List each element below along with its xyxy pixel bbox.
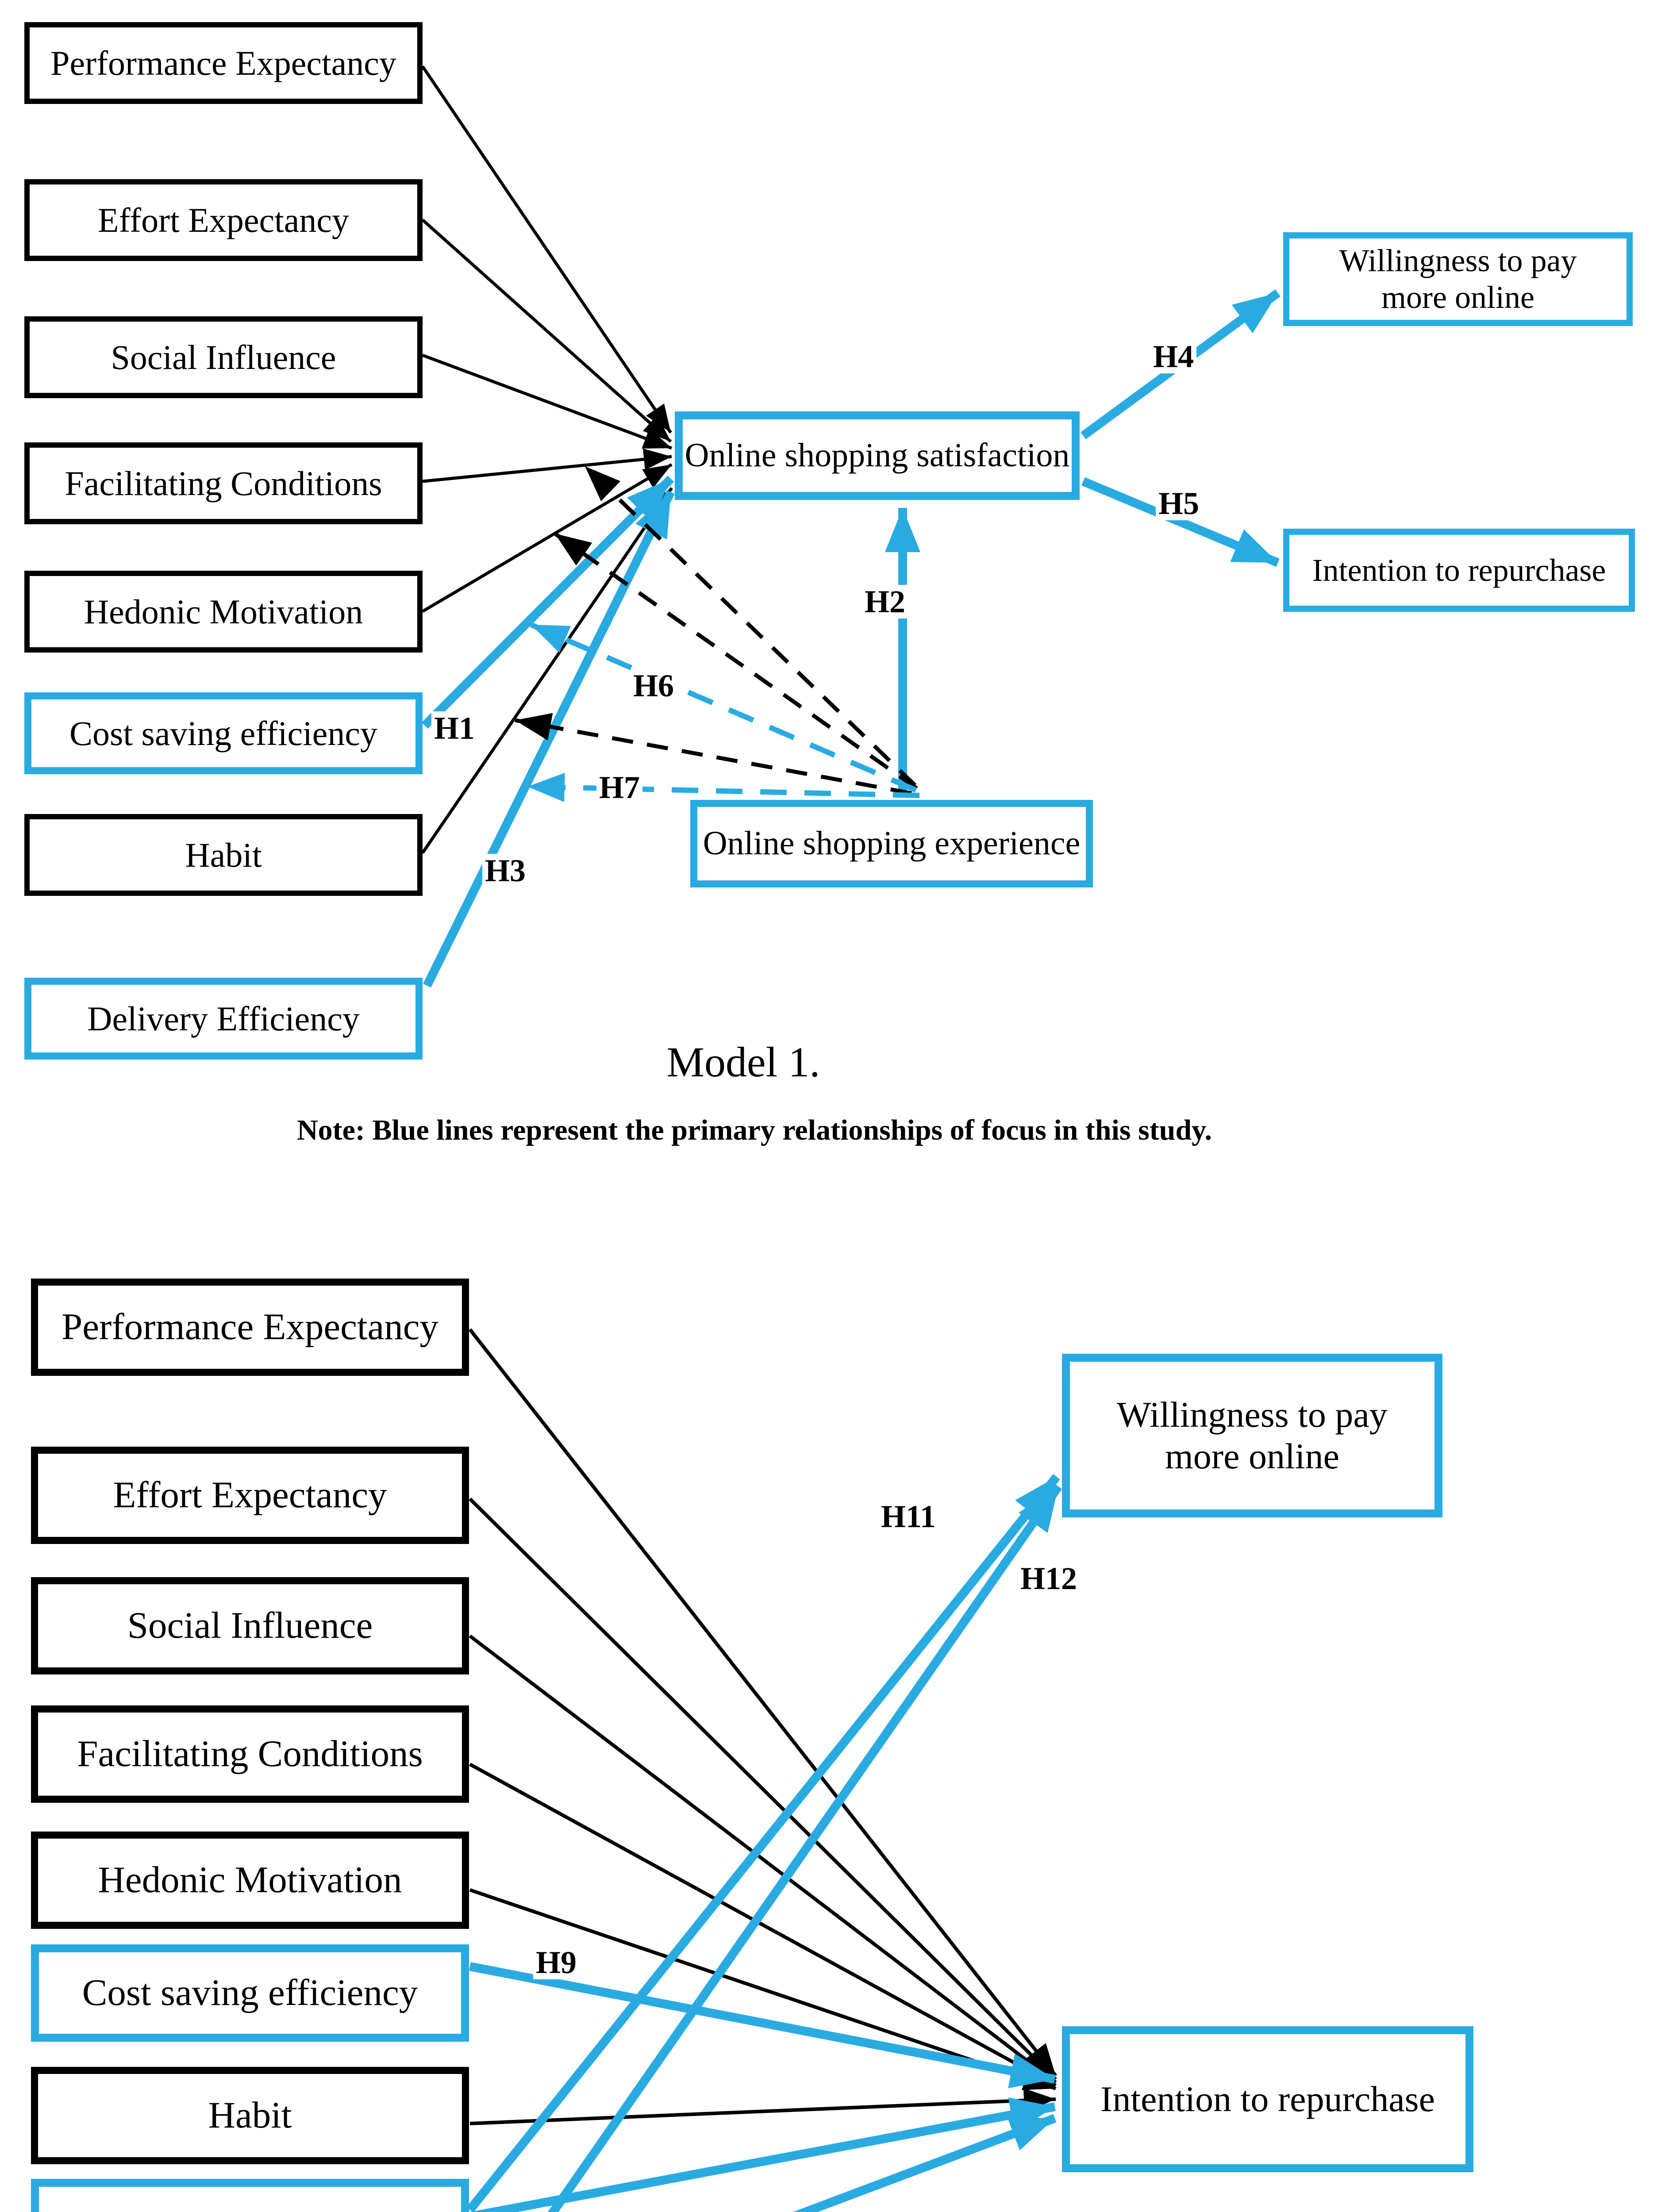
m1-edge-social-to-satisfaction xyxy=(422,353,673,450)
m2-edge-social-to-repurchase xyxy=(469,1634,1057,2084)
m2-box-hedonic-motivation: Hedonic Motivation xyxy=(31,1832,469,1929)
m2-edge-effort-to-repurchase xyxy=(469,1498,1057,2081)
m2-box-delivery-efficiency: Delivery Efficiency xyxy=(31,2179,469,2212)
m1-box-delivery-efficiency: Delivery Efficiency xyxy=(24,978,423,1060)
m2-box-cost-saving-efficiency: Cost saving efficiency xyxy=(31,1944,469,2042)
m2-box-willingness-to-pay-more: Willingness to pay more online xyxy=(1062,1354,1442,1517)
m1-box-performance-expectancy: Performance Expectancy xyxy=(24,22,423,104)
m2-box-cost-saving-efficiency-label: Cost saving efficiency xyxy=(82,1972,418,2014)
m1-box-delivery-efficiency-label: Delivery Efficiency xyxy=(87,999,360,1038)
m2-hypothesis-label-h9: H9 xyxy=(533,1946,580,1979)
m1-hypothesis-label-h3: H3 xyxy=(482,854,529,887)
m2-box-performance-expectancy-label: Performance Expectancy xyxy=(62,1306,438,1348)
m1-hypothesis-label-h5: H5 xyxy=(1156,487,1202,520)
m2-box-willingness-to-pay-more-label: Willingness to pay more online xyxy=(1117,1394,1388,1476)
m1-box-willingness-to-pay-more: Willingness to pay more online xyxy=(1283,232,1633,326)
m1-edge-performance-to-satisfaction xyxy=(421,65,672,434)
m1-edge-facilitating-to-satisfaction xyxy=(422,448,672,483)
m2-edge-facilitating-to-repurchase xyxy=(469,1763,1057,2087)
m1-box-habit-label: Habit xyxy=(185,835,262,874)
m1-box-online-shopping-satisfaction: Online shopping satisfaction xyxy=(675,411,1080,500)
m1-hypothesis-label-h2: H2 xyxy=(862,585,908,618)
m1-box-willingness-to-pay-more-label: Willingness to pay more online xyxy=(1339,243,1577,315)
m2-hypothesis-label-h11: H11 xyxy=(878,1500,939,1533)
m1-hypothesis-label-h6: H6 xyxy=(631,669,677,703)
m1-edge-habit-to-satisfaction xyxy=(421,487,673,854)
m1-box-online-shopping-experience-label: Online shopping experience xyxy=(703,825,1081,862)
m1-moderation-dashed-black-1 xyxy=(583,465,917,787)
m2-edge-h10-experience-to-repurchase xyxy=(792,2114,1057,2212)
m1-box-social-influence-label: Social Influence xyxy=(111,338,336,376)
m1-box-effort-expectancy: Effort Expectancy xyxy=(24,179,423,261)
m2-hypothesis-label-h12: H12 xyxy=(1018,1562,1080,1595)
m1-moderation-dashed-black-2 xyxy=(554,532,918,790)
m2-box-delivery-efficiency-label: Delivery Efficiency xyxy=(101,2206,398,2212)
m2-box-social-influence: Social Influence xyxy=(31,1577,469,1674)
m1-box-intention-to-repurchase-label: Intention to repurchase xyxy=(1312,552,1606,588)
m1-box-intention-to-repurchase: Intention to repurchase xyxy=(1283,529,1635,612)
m1-moderation-dashed-blue-h7 xyxy=(527,772,920,802)
m1-box-online-shopping-experience: Online shopping experience xyxy=(690,800,1093,887)
m1-edge-effort-to-satisfaction xyxy=(421,219,672,443)
m1-caption: Model 1. xyxy=(666,1038,820,1086)
m2-box-performance-expectancy: Performance Expectancy xyxy=(31,1279,469,1376)
m2-box-effort-expectancy-label: Effort Expectancy xyxy=(113,1474,387,1516)
m2-box-habit-label: Habit xyxy=(208,2094,292,2136)
m1-box-facilitating-conditions: Facilitating Conditions xyxy=(24,442,423,524)
m2-box-effort-expectancy: Effort Expectancy xyxy=(31,1447,469,1544)
m2-box-habit: Habit xyxy=(31,2067,469,2164)
m1-moderation-dashed-blue-h6 xyxy=(530,622,917,793)
m1-hypothesis-label-h4: H4 xyxy=(1150,340,1197,373)
m1-box-cost-saving-efficiency: Cost saving efficiency xyxy=(24,692,423,774)
m1-box-effort-expectancy-label: Effort Expectancy xyxy=(97,200,350,239)
m2-box-intention-to-repurchase-label: Intention to repurchase xyxy=(1100,2078,1435,2119)
m1-moderation-dashed-black-3 xyxy=(515,713,912,795)
m1-hypothesis-label-h1: H1 xyxy=(431,711,478,745)
m2-edge-hedonic-to-repurchase xyxy=(469,1888,1057,2090)
m2-box-intention-to-repurchase: Intention to repurchase xyxy=(1062,2026,1473,2172)
m1-box-facilitating-conditions-label: Facilitating Conditions xyxy=(65,464,382,503)
m1-hypothesis-label-h7: H7 xyxy=(596,771,643,804)
m1-edge-h5-satisfaction-to-repurchase xyxy=(1081,477,1280,567)
m2-edge-h12-experience-to-willingness xyxy=(547,1484,1062,2212)
m1-box-hedonic-motivation: Hedonic Motivation xyxy=(24,571,423,653)
m1-box-social-influence: Social Influence xyxy=(24,316,423,398)
m2-edge-h8-delivery-to-repurchase xyxy=(469,2097,1056,2212)
m1-box-online-shopping-satisfaction-label: Online shopping satisfaction xyxy=(685,437,1070,474)
m2-edge-h9-costsaving-to-repurchase xyxy=(469,1962,1056,2089)
m2-edge-performance-to-repurchase xyxy=(468,1328,1058,2077)
m2-box-social-influence-label: Social Influence xyxy=(127,1605,373,1647)
m1-box-performance-expectancy-label: Performance Expectancy xyxy=(50,43,396,82)
m1-edge-hedonic-to-satisfaction xyxy=(422,463,673,613)
m1-box-habit: Habit xyxy=(24,814,423,896)
m1-edge-h1-costsaving-to-satisfaction xyxy=(421,475,674,729)
m2-box-facilitating-conditions: Facilitating Conditions xyxy=(31,1705,469,1803)
m1-note: Note: Blue lines represent the primary r… xyxy=(296,1114,1212,1146)
m1-box-hedonic-motivation-label: Hedonic Motivation xyxy=(84,592,363,631)
m1-box-cost-saving-efficiency-label: Cost saving efficiency xyxy=(69,714,378,753)
m2-box-hedonic-motivation-label: Hedonic Motivation xyxy=(98,1859,402,1901)
m2-edge-habit-to-repurchase xyxy=(469,2088,1056,2125)
m2-edge-h11-delivery-to-willingness xyxy=(466,1474,1060,2212)
m2-box-facilitating-conditions-label: Facilitating Conditions xyxy=(77,1733,423,1775)
